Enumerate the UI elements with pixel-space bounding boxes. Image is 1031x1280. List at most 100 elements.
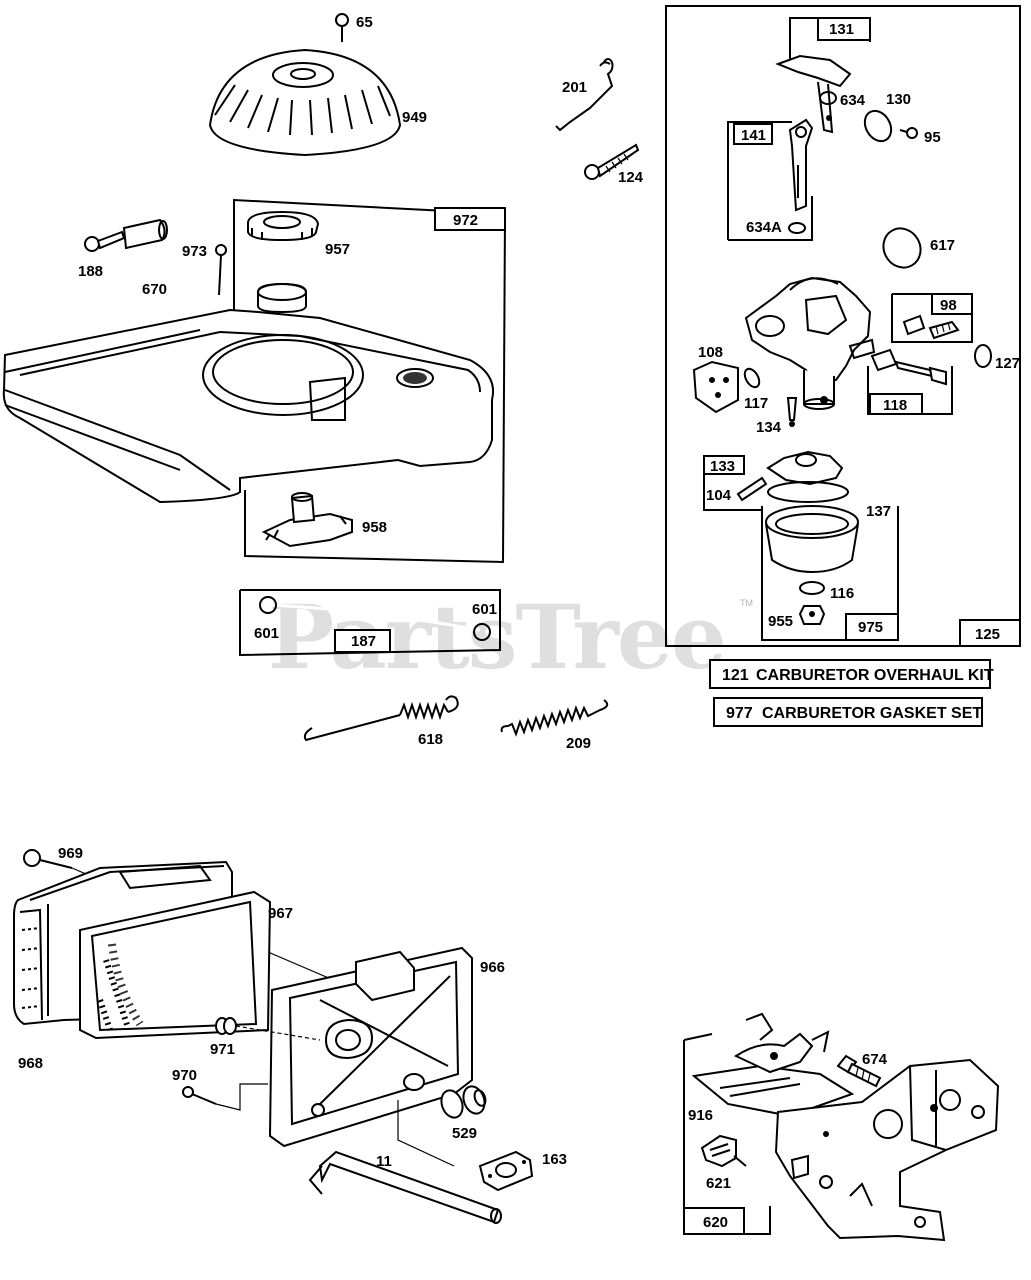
part-label-98[interactable]: 98 [940,297,957,314]
part-label-188[interactable]: 188 [78,263,103,280]
part-label-969[interactable]: 969 [58,845,83,862]
part-label-601-right[interactable]: 601 [472,601,497,618]
part-117-pin[interactable] [742,366,762,389]
part-label-65[interactable]: 65 [356,14,373,31]
fuel-valve-box [867,366,953,415]
part-label-966[interactable]: 966 [480,959,505,976]
part-618-spring[interactable] [303,695,459,742]
part-label-674[interactable]: 674 [862,1051,888,1068]
part-label-124[interactable]: 124 [618,169,644,186]
part-label-108[interactable]: 108 [698,344,723,361]
part-label-187[interactable]: 187 [351,633,376,650]
part-133-float[interactable] [766,450,844,486]
part-label-618[interactable]: 618 [418,731,443,748]
part-104-float-pin[interactable] [736,476,768,502]
part-970-screw[interactable] [182,1086,217,1105]
part-141-choke-shaft[interactable] [788,118,814,212]
part-137-gasket[interactable] [767,481,849,503]
part-label-972[interactable]: 972 [453,212,478,229]
part-label-163[interactable]: 163 [542,1151,567,1168]
part-label-634[interactable]: 634 [840,92,866,109]
part-973-fitting[interactable] [215,244,227,296]
part-label-916[interactable]: 916 [688,1107,713,1124]
part-label-967[interactable]: 967 [268,905,293,922]
part-label-970[interactable]: 970 [172,1067,197,1084]
part-label-957[interactable]: 957 [325,241,350,258]
part-label-130[interactable]: 130 [886,91,911,108]
fuel-line-box [239,589,501,657]
part-label-133[interactable]: 133 [710,458,735,475]
part-label-95[interactable]: 95 [924,129,941,146]
part-118-fuel-valve[interactable] [870,348,947,386]
part-label-118[interactable]: 118 [883,397,907,414]
part-label-125[interactable]: 125 [975,626,1000,643]
part-674-screw[interactable] [836,1054,882,1088]
part-201-link[interactable] [555,58,614,132]
part-95-screw[interactable] [899,127,918,139]
part-label-973[interactable]: 973 [182,243,207,260]
part-label-137[interactable]: 137 [866,503,891,520]
part-955-bowl-nut[interactable] [798,605,826,625]
part-label-11[interactable]: 11 [376,1153,392,1170]
part-98-idle-screw[interactable] [902,314,960,340]
part-209-spring[interactable] [500,699,609,737]
part-label-131[interactable]: 131 [829,21,854,38]
part-969-screw[interactable] [23,849,73,869]
part-108-plate[interactable] [692,360,739,414]
part-620-governor-bracket[interactable] [774,1058,1000,1242]
part-label-968[interactable]: 968 [18,1055,43,1072]
part-187-fuel-line[interactable] [259,596,491,641]
part-label-104[interactable]: 104 [706,487,732,504]
part-163-gasket[interactable] [478,1150,534,1192]
part-label-949[interactable]: 949 [402,109,427,126]
part-label-634a[interactable]: 634A [746,219,782,236]
part-65-screw[interactable] [335,13,349,42]
kit-carb-overhaul[interactable]: 121 CARBURETOR OVERHAUL KIT [709,659,994,689]
part-label-529[interactable]: 529 [452,1125,477,1142]
carburetor-body[interactable] [744,276,876,410]
part-label-117[interactable]: 117 [744,395,768,412]
part-958-fuel-valve[interactable] [261,492,353,548]
part-label-617[interactable]: 617 [930,237,955,254]
part-130-throttle-valve[interactable] [860,106,897,146]
part-134-needle[interactable] [786,397,798,427]
part-621-link[interactable] [700,1134,747,1168]
part-957-fuel-cap[interactable] [247,210,320,242]
part-127-o-ring[interactable] [974,344,992,368]
part-634a-choke-valve[interactable] [788,222,806,234]
part-label-955[interactable]: 955 [768,613,793,630]
part-label-134[interactable]: 134 [756,419,782,436]
part-949-screen[interactable] [208,48,402,157]
bowl-box [761,506,899,641]
choke-box [727,121,813,241]
part-11-breather-tube[interactable] [308,1150,502,1224]
part-670-spacer[interactable] [122,218,168,250]
part-617-gasket[interactable] [876,222,927,275]
part-529-bushing[interactable] [438,1083,488,1120]
part-label-975[interactable]: 975 [858,619,883,636]
part-label-209[interactable]: 209 [566,735,591,752]
part-967-filter[interactable] [79,890,272,1040]
part-131-throttle-shaft[interactable] [775,54,852,134]
part-label-620[interactable]: 620 [703,1214,728,1231]
idle-screw-box [891,293,973,343]
part-971-grommet[interactable] [215,1017,237,1035]
part-label-670[interactable]: 670 [142,281,167,298]
part-124-screw[interactable] [584,143,640,180]
part-188-screw[interactable] [84,230,126,252]
part-916-control-lever[interactable] [691,1012,855,1118]
part-label-601-left[interactable]: 601 [254,625,279,642]
fuel-tank[interactable] [2,282,494,504]
part-label-141[interactable]: 141 [741,127,766,144]
part-label-201[interactable]: 201 [562,79,587,96]
part-label-971[interactable]: 971 [210,1041,235,1058]
part-label-116[interactable]: 116 [830,585,854,602]
part-label-958[interactable]: 958 [362,519,387,536]
part-975-float-bowl[interactable] [765,505,859,574]
part-966-air-cleaner-base[interactable] [268,946,473,1148]
part-label-127[interactable]: 127 [995,355,1020,372]
kit-carb-gasket[interactable]: 977 CARBURETOR GASKET SET [713,697,983,727]
part-label-621[interactable]: 621 [706,1175,731,1192]
part-116-washer[interactable] [799,581,825,595]
